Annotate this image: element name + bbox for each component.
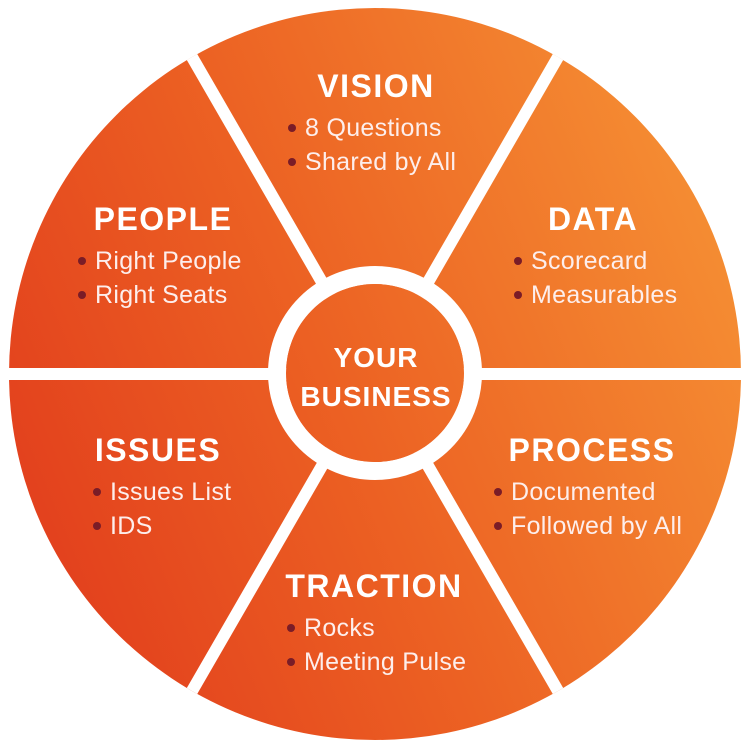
bullet-dot-icon [287,624,295,632]
segment-data-list: Scorecard Measurables [467,244,719,312]
list-item: Shared by All [288,145,502,179]
center-ring [268,266,482,480]
segment-process-title: PROCESS [508,432,676,468]
list-item: 8 Questions [288,111,502,145]
bullet-dot-icon [78,291,86,299]
list-item-text: Issues List [110,478,232,506]
list-item: Measurables [514,278,719,312]
segment-people: PEOPLE Right People Right Seats [37,200,289,312]
segment-issues-list: Issues List IDS [32,475,284,543]
segment-issues: ISSUES Issues List IDS [32,431,284,543]
list-item: Right Seats [78,278,289,312]
center-disc [286,284,464,462]
segment-vision-list: 8 Questions Shared by All [250,111,502,179]
bullet-dot-icon [78,257,86,265]
segment-traction-title: TRACTION [285,568,463,604]
segment-traction-list: Rocks Meeting Pulse [248,611,500,679]
list-item-text: Followed by All [511,512,683,540]
list-item-text: Scorecard [531,247,648,275]
list-item-text: 8 Questions [305,114,442,142]
segment-issues-title: ISSUES [94,432,222,468]
list-item-text: Documented [511,478,656,506]
list-item-text: Rocks [304,614,375,642]
bullet-dot-icon [93,488,101,496]
center-label-line2: BUSINESS [300,381,452,412]
segment-data: DATA Scorecard Measurables [467,200,719,312]
list-item-text: Shared by All [305,148,457,176]
segment-data-title: DATA [547,201,639,237]
bullet-dot-icon [287,658,295,666]
center-label: YOUR BUSINESS [250,338,502,416]
bullet-dot-icon [288,158,296,166]
list-item: Rocks [287,611,500,645]
bullet-dot-icon [288,124,296,132]
list-item-text: Meeting Pulse [304,648,467,676]
list-item: Scorecard [514,244,719,278]
list-item: Issues List [93,475,284,509]
list-item: IDS [93,509,284,543]
segment-process: PROCESS Documented Followed by All [466,431,718,543]
segment-process-list: Documented Followed by All [466,475,718,543]
list-item: Meeting Pulse [287,645,500,679]
bullet-dot-icon [494,522,502,530]
bullet-dot-icon [93,522,101,530]
bullet-dot-icon [514,291,522,299]
list-item-text: IDS [110,512,153,540]
bullet-dot-icon [494,488,502,496]
segment-vision: VISION 8 Questions Shared by All [250,67,502,179]
list-item-text: Right Seats [95,281,228,309]
list-item-text: Right People [95,247,242,275]
list-item: Right People [78,244,289,278]
center-label-line1: YOUR [333,342,419,373]
list-item: Followed by All [494,509,718,543]
segment-people-title: PEOPLE [93,201,233,237]
list-item: Documented [494,475,718,509]
segment-vision-title: VISION [317,68,435,104]
list-item-text: Measurables [531,281,678,309]
bullet-dot-icon [514,257,522,265]
segment-people-list: Right People Right Seats [37,244,289,312]
segment-traction: TRACTION Rocks Meeting Pulse [248,567,500,679]
